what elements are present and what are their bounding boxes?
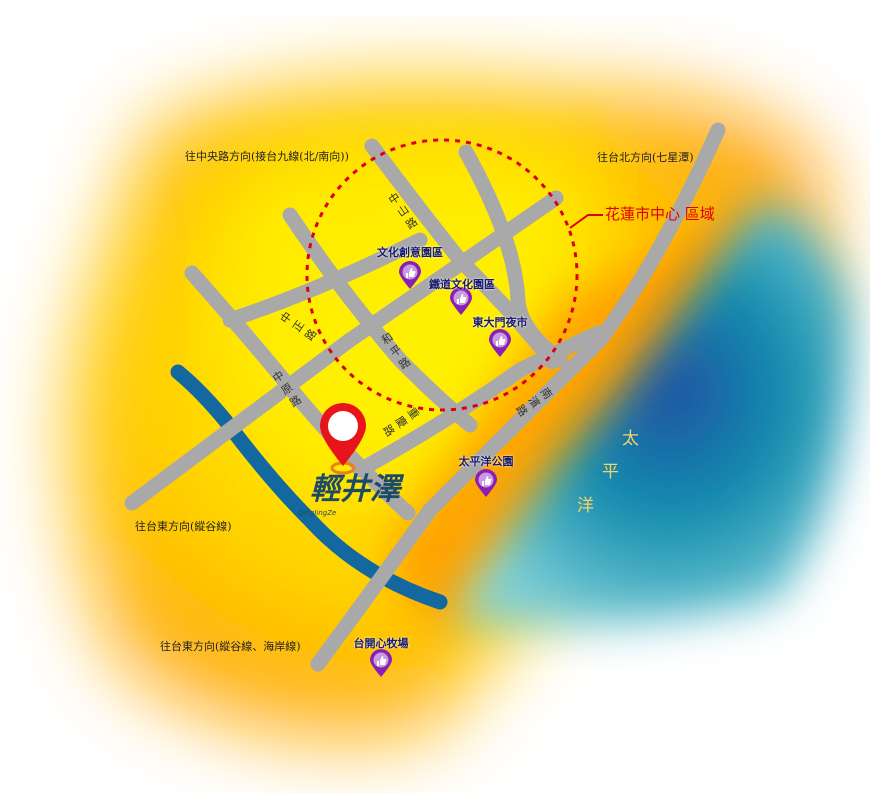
poi-label: 太平洋公園 [458,455,514,468]
direction-taitung-both: 往台東方向(縱谷線、海岸線) [160,640,301,653]
poi-label: 台開心牧場 [353,637,409,650]
logo: 輕井澤 [310,472,400,507]
road-chongqing [352,325,606,478]
thumbs-up-pin-icon[interactable] [450,287,472,315]
poi-pins [370,261,511,677]
direction-north-central: 往中央路方向(接台九線(北/南向)) [185,150,349,163]
thumbs-up-pin-icon[interactable] [475,469,497,497]
ocean-area [450,200,852,627]
city-center-circle [305,138,579,412]
city-center-area-label: 花蓮市中心 區域 [605,205,715,223]
ocean-label-char: 太 [622,429,639,449]
roads [124,122,726,672]
logo-romanized: QingJingZe [298,509,337,517]
road-east-curve [458,144,568,368]
road-cross [222,232,428,328]
poi-label: 鐵道文化園區 [429,278,495,291]
road-main-diagonal [124,190,564,511]
thumbs-up-pin-icon[interactable] [399,261,421,289]
road-heping [282,207,478,433]
road-coastal [310,122,726,672]
ocean-label-char: 平 [602,462,619,482]
direction-taipei: 往台北方向(七星潭) [597,151,694,164]
thumbs-up-pin-icon[interactable] [370,649,392,677]
poi-label: 文化創意園區 [377,246,443,259]
area-callout-line [569,214,603,229]
direction-taitung-valley: 往台東方向(縱谷線) [135,520,232,533]
poi-label: 東大門夜市 [472,316,528,329]
ocean-label-char: 洋 [577,496,594,516]
thumbs-up-pin-icon[interactable] [489,329,511,357]
main-location-pin[interactable] [320,403,366,475]
